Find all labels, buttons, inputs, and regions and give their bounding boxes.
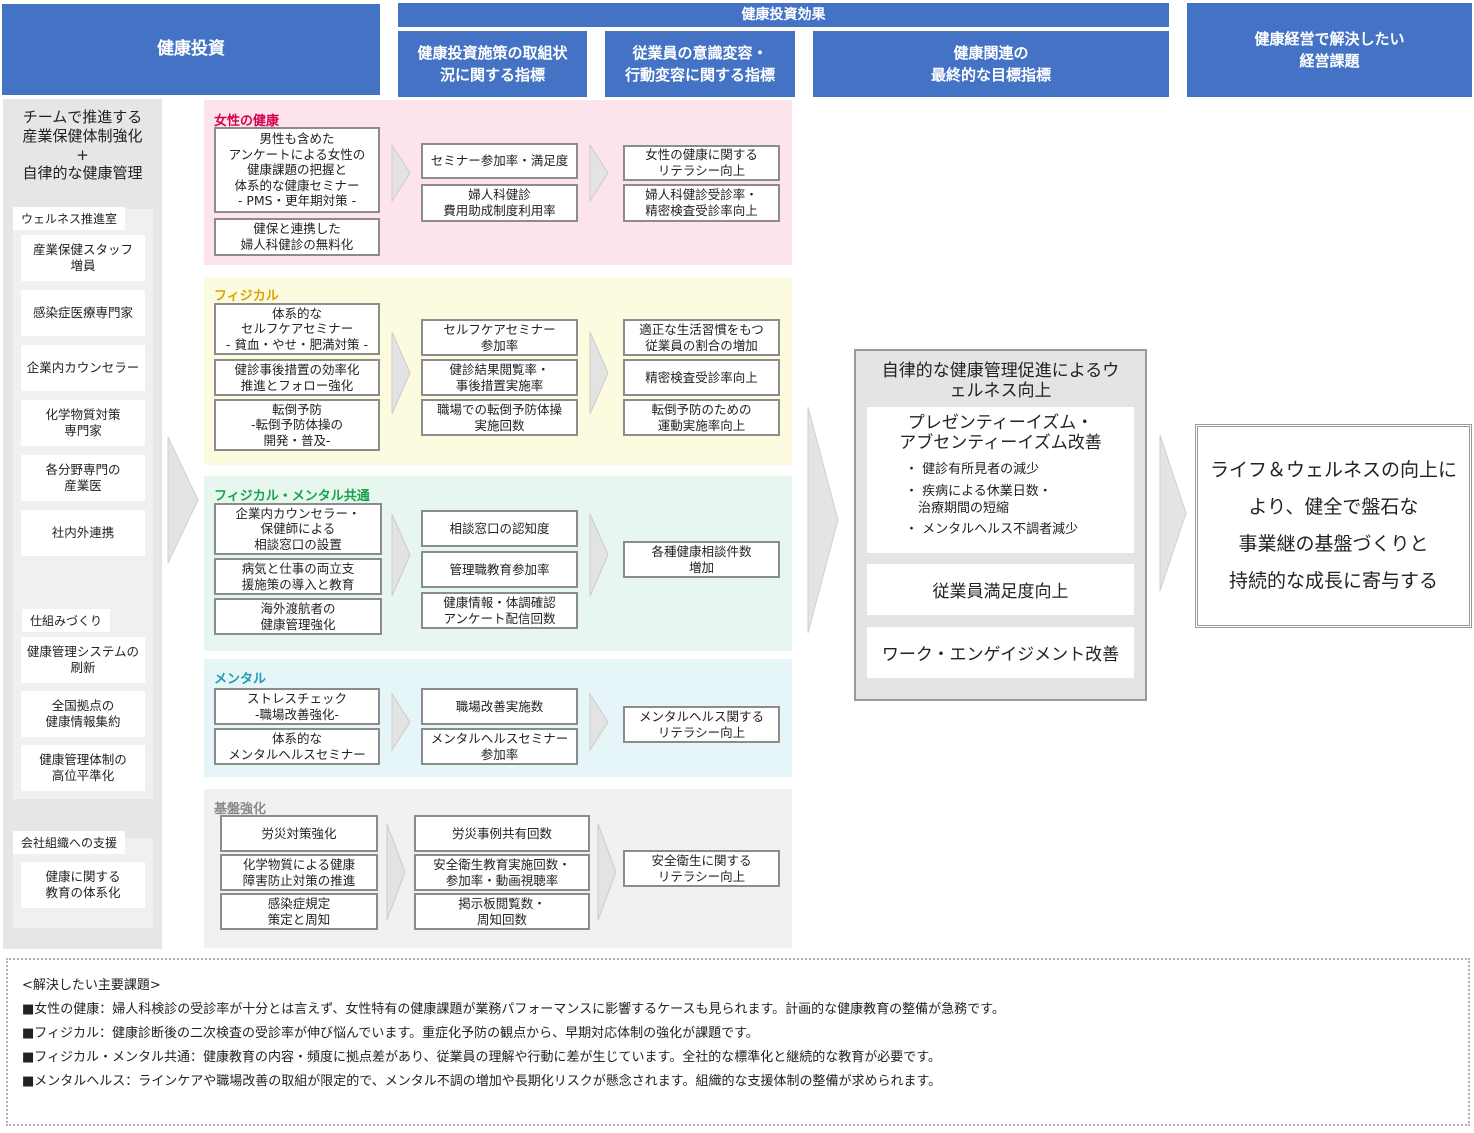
awareness-box: 女性の健康に関する リテラシー向上 <box>623 145 780 181</box>
chevron-right-icon <box>391 692 411 752</box>
header-status-indicators: 健康投資施策の取組状 況に関する指標 <box>398 31 587 97</box>
status-box: 健康情報・体調確認 アンケート配信回数 <box>421 592 578 629</box>
presenteeism-title: プレゼンティーイズム・ アブセンティーイズム改善 <box>899 413 1102 453</box>
presenteeism-card <box>867 407 1134 553</box>
awareness-box: 各種健康相談件数 増加 <box>623 541 780 578</box>
measure-box: 男性も含めた アンケートによる女性の 健康課題の把握と 体系的な健康セミナー -… <box>214 127 380 213</box>
header-awareness-indicators: 従業員の意識変容・ 行動変容に関する指標 <box>605 31 795 97</box>
final-goal-box: ライフ＆ウェルネスの向上に より、健全で盤石な 事業継の基盤づくりと 持続的な成… <box>1195 424 1472 628</box>
awareness-box: 転倒予防のための 運動実施率向上 <box>623 399 780 436</box>
left-item: 健康管理システムの 刷新 <box>21 637 145 683</box>
chevron-right-icon <box>391 331 411 415</box>
chevron-right-icon <box>589 143 609 203</box>
status-box: 婦人科健診 費用助成制度利用率 <box>421 184 578 222</box>
status-box: メンタルヘルスセミナー 参加率 <box>421 728 578 765</box>
status-box: 労災事例共有回数 <box>414 815 590 852</box>
status-box: 職場改善実施数 <box>421 688 578 725</box>
measure-box: 健診事後措置の効率化 推進とフォロー強化 <box>214 359 380 396</box>
awareness-box: メンタルヘルス関する リテラシー向上 <box>623 706 780 743</box>
chevron-right-icon <box>589 692 609 752</box>
chevron-right-icon <box>391 513 411 597</box>
section-title: フィジカル <box>214 289 279 304</box>
satisfaction-card: 従業員満足度向上 <box>867 564 1134 615</box>
section-title: メンタル <box>214 672 267 687</box>
chevron-right-icon <box>807 406 839 634</box>
left-item: 健康に関する 教育の体系化 <box>21 862 145 908</box>
awareness-box: 精密検査受診率向上 <box>623 359 780 396</box>
measure-box: 体系的な セルフケアセミナー - 貧血・やせ・肥満対策 - <box>214 303 380 355</box>
measure-box: 海外渡航者の 健康管理強化 <box>214 598 382 635</box>
measure-box: 転倒予防 -転倒予防体操の 開発・普及- <box>214 399 380 451</box>
status-box: セミナー参加率・満足度 <box>421 143 578 179</box>
header-investment: 健康投資 <box>2 4 380 95</box>
measure-box: 体系的な メンタルヘルスセミナー <box>214 728 380 765</box>
measure-box: 感染症規定 策定と周知 <box>220 893 378 930</box>
chevron-right-icon <box>597 823 617 921</box>
measure-box: 労災対策強化 <box>220 815 378 852</box>
measure-box: 健保と連携した 婦人科健診の無料化 <box>214 218 380 256</box>
measure-box: 化学物質による健康 障害防止対策の推進 <box>220 854 378 891</box>
section-title: フィジカル・メンタル共通 <box>214 489 370 504</box>
note-line: ■フィジカル：健康診断後の二次検査の受診率が伸び悩んでいます。重症化予防の観点か… <box>22 1026 759 1042</box>
left-group-label: 会社組織への支援 <box>13 831 126 854</box>
awareness-box: 適正な生活習慣をもつ 従業員の割合の増加 <box>623 319 780 356</box>
wellness-result-title: 自律的な健康管理促進によるウ ェルネス向上 <box>881 361 1120 401</box>
status-box: 健診結果閲覧率・ 事後措置実施率 <box>421 359 578 396</box>
awareness-box: 婦人科健診受診率・ 精密検査受診率向上 <box>623 184 780 222</box>
status-box: 管理職教育参加率 <box>421 551 578 588</box>
section-title: 女性の健康 <box>214 114 280 129</box>
left-column-title: チームで推進する 産業保健体制強化 + 自律的な健康管理 <box>22 108 143 183</box>
measure-box: 企業内カウンセラー・ 保健師による 相談窓口の設置 <box>214 503 382 555</box>
chevron-right-icon <box>167 436 199 564</box>
engagement-card: ワーク・エンゲイジメント改善 <box>867 627 1134 678</box>
presenteeism-bullet: ・ 疾病による休業日数・ 治療期間の短縮 <box>905 484 1052 516</box>
status-box: 職場での転倒予防体操 実施回数 <box>421 399 578 436</box>
measure-box: 病気と仕事の両立支 援施策の導入と教育 <box>214 558 382 595</box>
notes-heading: <解決したい主要課題> <box>22 978 161 993</box>
left-item: 感染症医療専門家 <box>21 290 145 336</box>
status-box: 相談窓口の認知度 <box>421 510 578 547</box>
left-item: 産業保健スタッフ 増員 <box>21 235 145 281</box>
left-item: 全国拠点の 健康情報集約 <box>21 691 145 737</box>
issues-notes: <解決したい主要課題> ■女性の健康：婦人科検診の受診率が十分とは言えず、女性特… <box>6 958 1470 1126</box>
note-line: ■フィジカル・メンタル共通：健康教育の内容・頻度に拠点差があり、従業員の理解や行… <box>22 1050 941 1066</box>
note-line: ■メンタルヘルス：ラインケアや職場改善の取組が限定的で、メンタル不調の増加や長期… <box>22 1074 942 1090</box>
left-group-label: ウェルネス推進室 <box>13 207 126 230</box>
chevron-right-icon <box>391 143 411 203</box>
status-box: セルフケアセミナー 参加率 <box>421 319 578 356</box>
presenteeism-bullet: ・ 健診有所見者の減少 <box>905 462 1040 477</box>
presenteeism-bullet: ・ メンタルヘルス不調者減少 <box>905 522 1079 537</box>
left-item: 各分野専門の 産業医 <box>21 455 145 501</box>
chevron-right-icon <box>589 331 609 415</box>
left-group-label: 仕組みづくり <box>22 609 111 632</box>
chevron-right-icon <box>589 513 609 597</box>
header-effect-group: 健康投資効果 <box>398 3 1169 27</box>
left-item: 企業内カウンセラー <box>21 345 145 391</box>
left-item: 化学物質対策 専門家 <box>21 400 145 446</box>
header-business-issues: 健康経営で解決したい 経営課題 <box>1187 3 1472 97</box>
left-item: 社内外連携 <box>21 510 145 556</box>
section-title: 基盤強化 <box>214 802 267 817</box>
note-line: ■女性の健康：婦人科検診の受診率が十分とは言えず、女性特有の健康課題が業務パフォ… <box>22 1002 1005 1018</box>
left-item: 健康管理体制の 高位平準化 <box>21 745 145 791</box>
measure-box: ストレスチェック -職場改善強化- <box>214 688 380 725</box>
awareness-box: 安全衛生に関する リテラシー向上 <box>623 850 780 887</box>
chevron-right-icon <box>386 823 406 921</box>
status-box: 安全衛生教育実施回数・ 参加率・動画視聴率 <box>414 854 590 891</box>
header-final-indicators: 健康関連の 最終的な目標指標 <box>813 31 1169 97</box>
status-box: 掲示板閲覧数・ 周知回数 <box>414 893 590 930</box>
chevron-right-icon <box>1159 434 1187 592</box>
